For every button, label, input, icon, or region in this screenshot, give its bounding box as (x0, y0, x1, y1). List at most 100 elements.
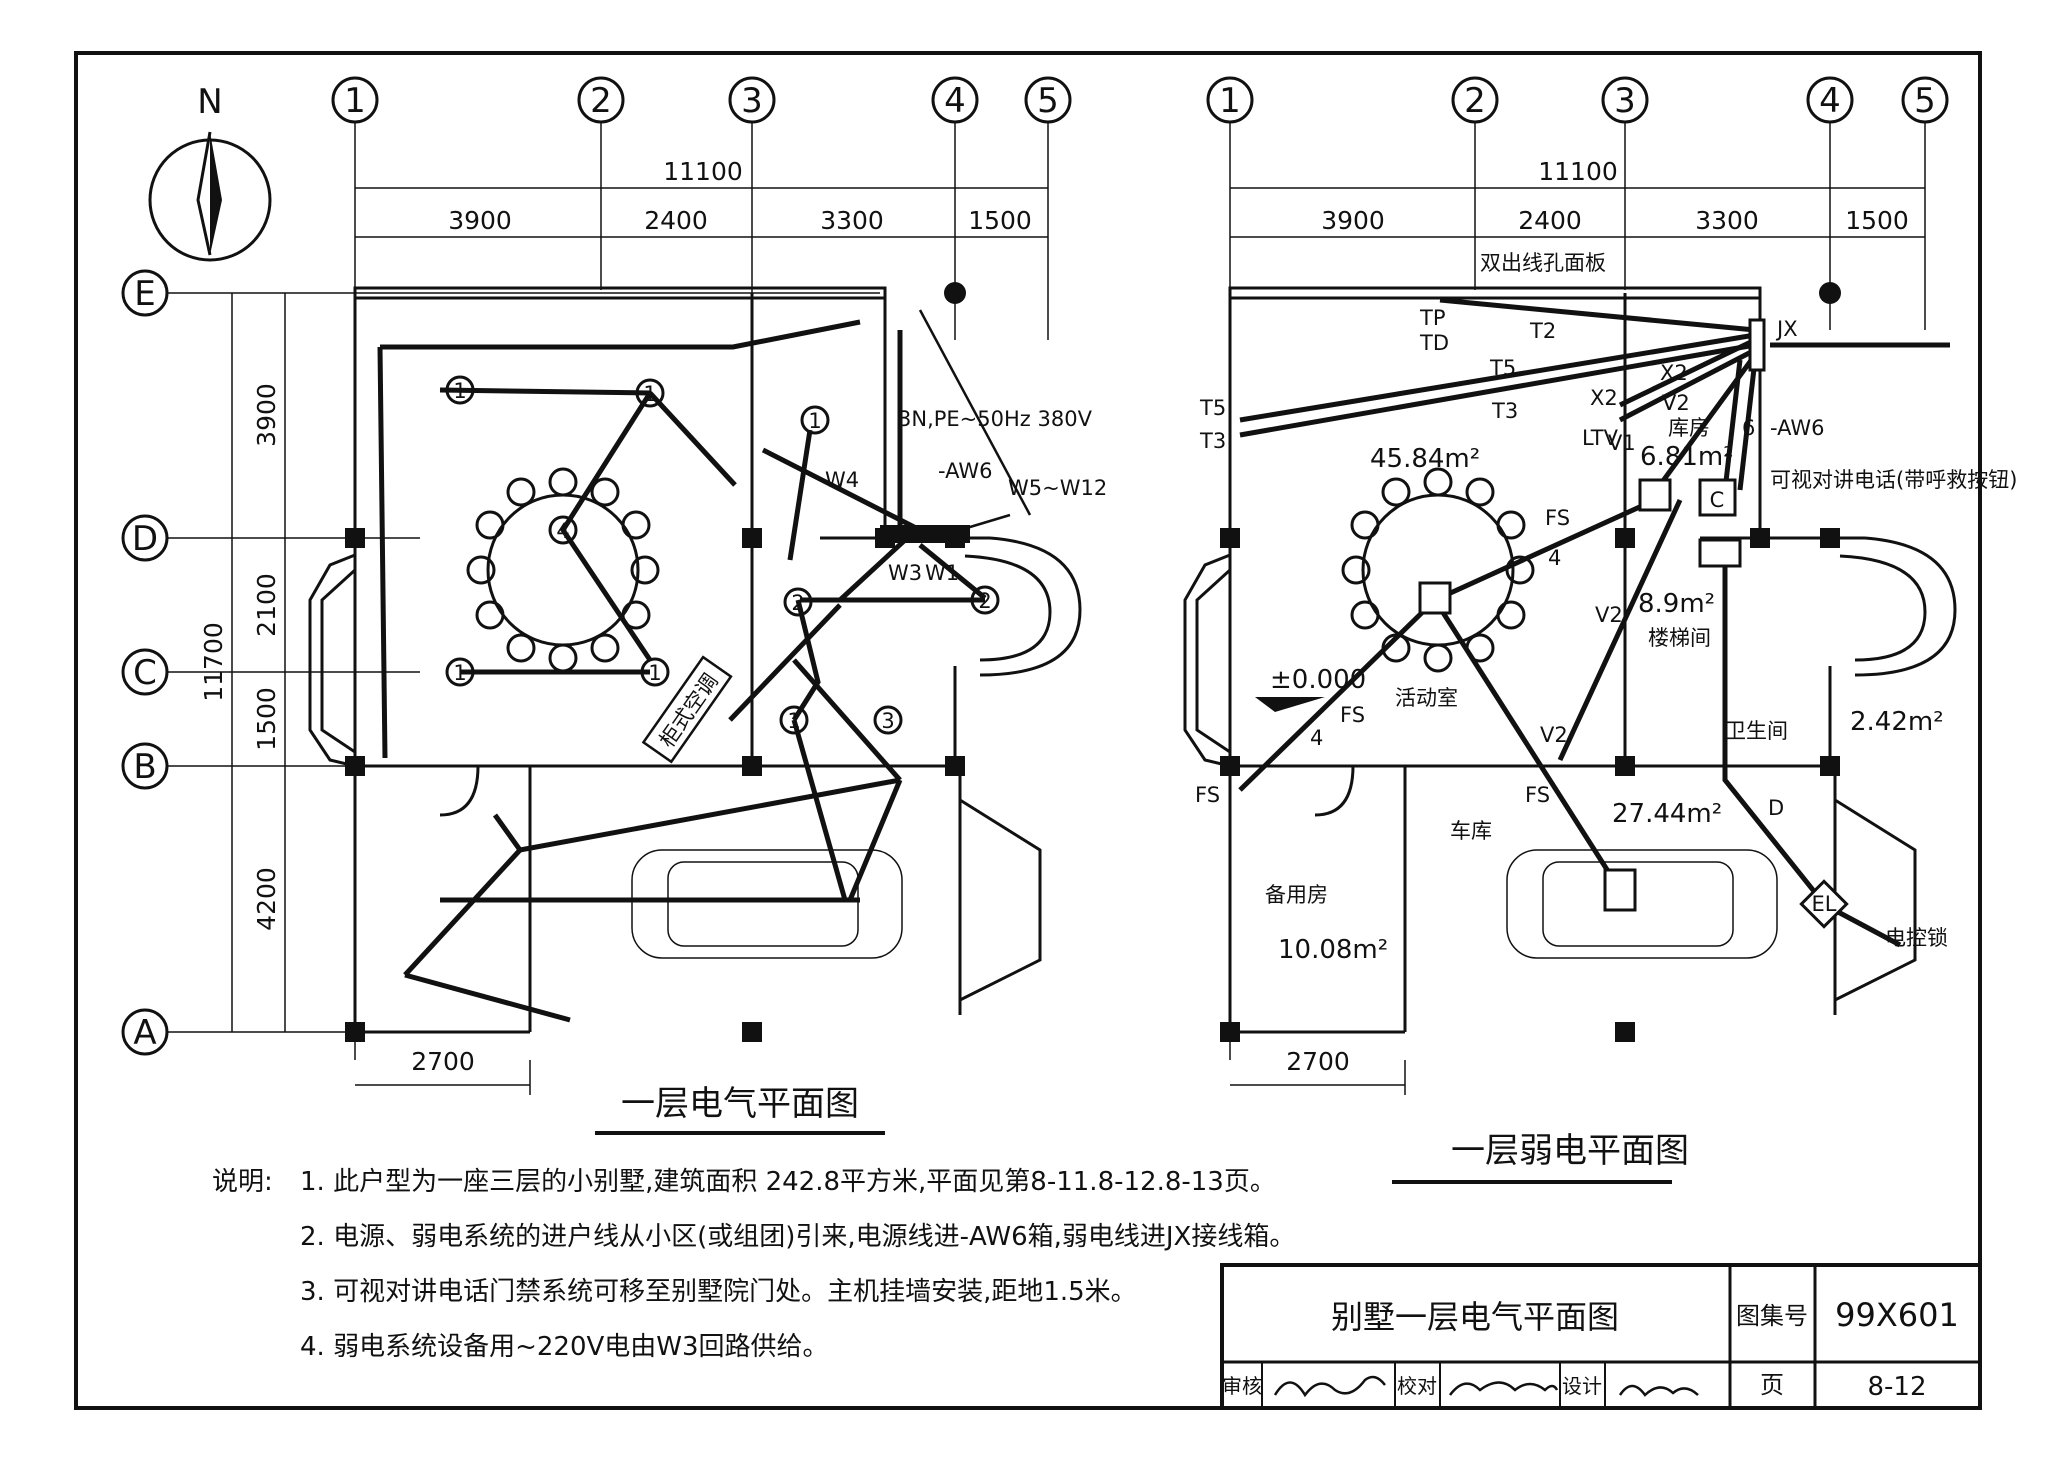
review-label: 审核 (1222, 1374, 1262, 1398)
dim-bottom: 2700 (1286, 1047, 1350, 1076)
w5-w12-label: W5~W12 (1008, 476, 1107, 500)
design-label: 设计 (1562, 1374, 1602, 1398)
electric-lock-icon (1799, 879, 1849, 929)
td-label: TD (1419, 331, 1449, 355)
x2-label-a: X2 (1660, 361, 1688, 385)
el-label: EL (1812, 892, 1837, 916)
lamp-label: 2 (791, 591, 804, 615)
lamp-label: 1 (787, 709, 800, 733)
kufang-label: 库房 (1668, 416, 1710, 440)
axis-2: 2 (1464, 81, 1486, 121)
right-column-axes: 1 2 3 4 5 (1206, 76, 1949, 124)
t2-label: T2 (1529, 319, 1556, 343)
dim-2: 2400 (1518, 206, 1582, 235)
fs-label-2: FS (1340, 703, 1365, 727)
dim-v2: 2100 (252, 573, 281, 637)
notes-heading: 说明: (212, 1167, 273, 1197)
note-2: 2. 电源、弱电系统的进户线从小区(或组团)引来,电源线进-AW6箱,弱电线进J… (300, 1222, 1295, 1252)
note-4: 4. 弱电系统设备用~220V电由W3回路供给。 (300, 1332, 829, 1362)
area-bath: 2.42m² (1850, 707, 1944, 737)
dim-4: 1500 (968, 206, 1032, 235)
stair-label: 楼梯间 (1648, 626, 1711, 650)
lamp-label: 3 (881, 709, 894, 733)
t3-label: T3 (1491, 399, 1518, 423)
axis-2: 2 (590, 81, 612, 121)
lamp-fixtures: 1 1 1 4 1 1 2 2 1 3 (445, 375, 1000, 735)
sheet-border (74, 51, 1982, 1410)
lamp-label: 1 (648, 661, 661, 685)
lamp-label: 4 (556, 519, 569, 543)
t3-outlet-label: T3 (1199, 429, 1226, 453)
sheet-title: 别墅一层电气平面图 (1331, 1298, 1619, 1336)
axis-1: 1 (1219, 81, 1241, 121)
area-garage: 27.44m² (1612, 799, 1722, 829)
note-1: 1. 此户型为一座三层的小别墅,建筑面积 242.8平方米,平面见第8-11.8… (300, 1167, 1276, 1197)
dim-v1: 3900 (252, 383, 281, 447)
axis-A: A (133, 1013, 156, 1053)
review-signature (1273, 1375, 1386, 1398)
dim-4: 1500 (1845, 206, 1909, 235)
w1-label: W1 (925, 561, 959, 585)
right-plan: 1 2 3 4 5 11100 3900 2400 3300 1500 2700 (1183, 76, 2017, 1184)
v2-label-a: V2 (1662, 391, 1690, 415)
left-column-axes: 1 2 3 4 5 (331, 76, 1072, 124)
w4-label: W4 (825, 468, 859, 492)
antenna-icon (1638, 478, 1672, 512)
dim-bottom: 2700 (411, 1047, 475, 1076)
intercom-label: 可视对讲电话(带呼救按钮) (1770, 468, 2017, 492)
axis-3: 3 (1614, 81, 1636, 121)
wiring (377, 319, 987, 1023)
tp-label: TP (1419, 306, 1446, 330)
jx-box-icon (1748, 318, 1766, 372)
page-number: 8-12 (1867, 1372, 1926, 1402)
north-arrow-icon: N (148, 82, 272, 262)
activity-room-label: 活动室 (1395, 686, 1458, 710)
fs-label-4: FS (1525, 783, 1550, 807)
aw6-label: -AW6 (938, 459, 992, 483)
supply-label: 3N,PE~50Hz 380V (898, 407, 1093, 431)
right-walls (1183, 286, 1957, 1034)
lamp-label: 1 (453, 661, 466, 685)
t5-label: T5 (1489, 356, 1516, 380)
elevation-label: ±0.000 (1270, 665, 1366, 695)
atlas-label: 图集号 (1736, 1302, 1808, 1330)
axis-D: D (132, 519, 158, 559)
note-3: 3. 可视对讲电话门禁系统可移至别墅院门处。主机挂墙安装,距地1.5米。 (300, 1277, 1137, 1307)
right-plan-title: 一层弱电平面图 (1451, 1131, 1689, 1171)
car (1506, 849, 1778, 959)
panel-label: 双出线孔面板 (1480, 251, 1606, 275)
axis-1: 1 (344, 81, 366, 121)
weak-current-wiring (1238, 297, 1950, 948)
axis-C: C (133, 653, 157, 693)
north-label: N (197, 82, 222, 122)
fs-label-3: FS (1195, 783, 1220, 807)
axis-E: E (134, 274, 155, 314)
check-label: 校对 (1397, 1374, 1437, 1398)
atlas-number: 99X601 (1835, 1296, 1959, 1334)
notes: 说明: 1. 此户型为一座三层的小别墅,建筑面积 242.8平方米,平面见第8-… (212, 1167, 1295, 1362)
left-plan-title: 一层电气平面图 (621, 1084, 859, 1124)
lamp-label: 1 (808, 409, 821, 433)
controller-box-icon (1698, 478, 1737, 517)
dim-v3: 1500 (252, 687, 281, 751)
v1-label: V1 (1608, 431, 1636, 455)
d-label: D (1768, 796, 1784, 820)
axis-4: 4 (944, 81, 966, 121)
x2-label-b: X2 (1590, 386, 1618, 410)
lamp-label: 1 (453, 379, 466, 403)
dim-2: 2400 (644, 206, 708, 235)
spare-room-label: 备用房 (1265, 883, 1328, 907)
left-walls (308, 286, 1082, 1034)
tv-outlet-icon (1603, 868, 1637, 912)
left-plan: N 1 2 3 4 5 E D C B A (121, 76, 1107, 1135)
dim-1: 3900 (1321, 206, 1385, 235)
axis-4: 4 (1819, 81, 1841, 121)
axis-3: 3 (741, 81, 763, 121)
six-label: 6 (1742, 416, 1755, 440)
dim-3: 3300 (820, 206, 884, 235)
lamp-label: 2 (978, 589, 991, 613)
check-signature (1449, 1381, 1559, 1396)
dim-v-total: 11700 (199, 622, 228, 702)
axis-5: 5 (1914, 81, 1936, 121)
